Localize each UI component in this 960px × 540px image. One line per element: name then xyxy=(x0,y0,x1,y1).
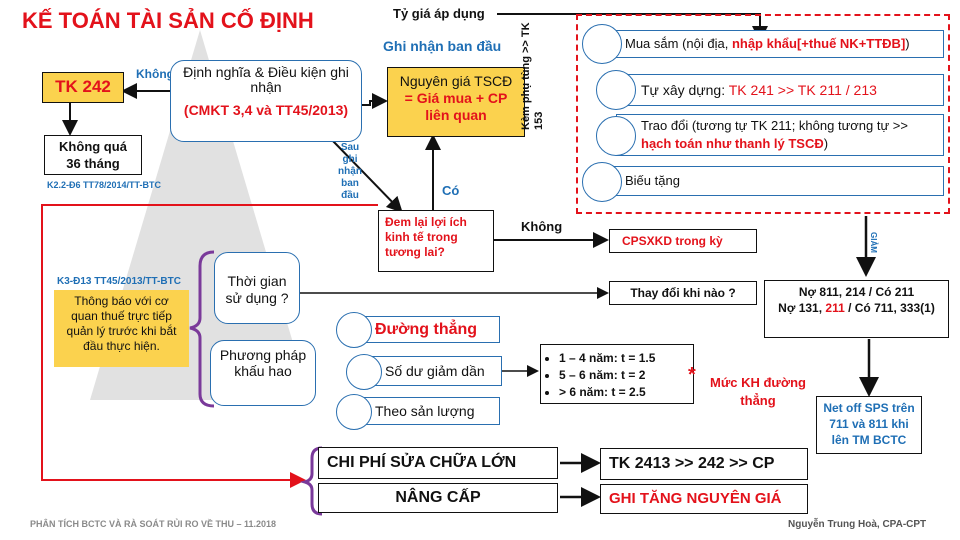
acq-text: Tự xây dựng: xyxy=(641,82,729,98)
sau-ghi-nhan-label: Sau ghi nhận ban đầu xyxy=(338,142,362,201)
no811-part: / Có 711, 333(1) xyxy=(844,301,935,315)
no811-part: Nợ 131, xyxy=(778,301,826,315)
method-circle-1 xyxy=(336,312,372,348)
acq-circle-1 xyxy=(582,24,622,64)
no811-red: 211 xyxy=(825,301,845,315)
acq-item-mua-sam: Mua sắm (nội địa, nhập khẩu[+thuế NK+TTĐ… xyxy=(602,30,944,58)
page-title: KẾ TOÁN TÀI SẢN CỐ ĐỊNH xyxy=(22,8,314,33)
acquisition-group xyxy=(576,14,950,214)
tk2413-box: TK 2413 >> 242 >> CP xyxy=(600,448,808,480)
thay-doi-box: Thay đổi khi nào ? xyxy=(609,281,757,305)
method-san-luong: Theo sản lượng xyxy=(350,397,500,425)
ref-k3: K3-Đ13 TT45/2013/TT-BTC xyxy=(57,276,181,287)
acq-tail: ) xyxy=(823,136,829,151)
definition-ref: (CMKT 3,4 và TT45/2013) xyxy=(183,102,349,118)
method-circle-3 xyxy=(336,394,372,430)
nguyen-gia-line2: = Giá mua + CP liên quan xyxy=(404,90,508,123)
acq-red: hạch toán như thanh lý TSCĐ xyxy=(641,136,824,151)
definition-box: Định nghĩa & Điều kiện ghi nhận (CMKT 3,… xyxy=(170,60,362,142)
asterisk: * xyxy=(688,364,696,386)
method-so-du: Số dư giảm dần xyxy=(362,356,502,386)
footer-left: PHÂN TÍCH BCTC VÀ RÀ SOÁT RỦI RO VỀ THU … xyxy=(30,519,277,529)
ghi-tang-box: GHI TĂNG NGUYÊN GIÁ xyxy=(600,484,808,514)
dem-lai-box: Đem lại lợi ích kinh tế trong tương lai? xyxy=(378,210,494,272)
acq-item-bieu-tang: Biếu tặng xyxy=(602,166,944,196)
ty-gia-label: Tỷ giá áp dụng xyxy=(393,6,485,21)
acq-text: Mua sắm (nội địa, xyxy=(625,36,732,51)
ghi-nhan-ban-dau-label: Ghi nhận ban đầu xyxy=(383,38,502,54)
chi-phi-box: CHI PHÍ SỬA CHỮA LỚN xyxy=(318,447,558,479)
rates-box: 1 – 4 năm: t = 1.5 5 – 6 năm: t = 2 > 6 … xyxy=(540,344,694,404)
rate-item: > 6 năm: t = 2.5 xyxy=(559,384,691,400)
khong-qua-box: Không quá 36 tháng xyxy=(44,135,142,175)
co-label: Có xyxy=(442,183,460,198)
nang-cap-box: NÂNG CẤP xyxy=(318,483,558,513)
ref-k2: K2.2-Đ6 TT78/2014/TT-BTC xyxy=(47,180,162,190)
net-off-box: Net off SPS trên 711 và 811 khi lên TM B… xyxy=(816,396,922,454)
acq-circle-2 xyxy=(596,70,636,110)
acq-item-trao-doi: Trao đổi (tương tự TK 211; không tương t… xyxy=(616,114,944,156)
definition-text: Định nghĩa & Điều kiện ghi nhận xyxy=(183,64,349,95)
acq-text: Biếu tặng xyxy=(625,173,680,188)
cpsxkd-box: CPSXKD trong kỳ xyxy=(609,229,757,253)
nguyen-gia-line1: Nguyên giá TSCĐ xyxy=(399,73,513,89)
muc-kh-label: Mức KH đường thẳng xyxy=(710,375,806,408)
acq-red: TK 241 >> TK 211 / 213 xyxy=(728,82,877,98)
acq-circle-4 xyxy=(582,162,622,202)
acq-circle-3 xyxy=(596,116,636,156)
acq-tail: ) xyxy=(905,36,910,51)
acq-item-tu-xay-dung: Tự xây dựng: TK 241 >> TK 211 / 213 xyxy=(616,74,944,106)
method-circle-2 xyxy=(346,354,382,390)
tk242-box: TK 242 xyxy=(42,72,124,103)
method-duong-thang: Đường thẳng xyxy=(350,316,500,343)
phuong-phap-box: Phương pháp khấu hao xyxy=(210,340,316,406)
no811-line1: Nợ 811, 214 / Có 211 xyxy=(798,285,915,299)
khong-label-1: Không xyxy=(136,67,174,81)
acq-red: nhập khẩu[+thuế NK+TTĐB] xyxy=(731,36,906,51)
thoi-gian-box: Thời gian sử dụng ? xyxy=(214,252,300,324)
thong-bao-note: Thông báo với cơ quan thuế trực tiếp quả… xyxy=(54,290,189,367)
no811-line2: Nợ 131, 211 / Có 711, 333(1) xyxy=(769,300,944,316)
footer-right: Nguyễn Trung Hoà, CPA-CPT xyxy=(788,519,927,530)
rate-item: 5 – 6 năm: t = 2 xyxy=(559,367,691,383)
giam-label: GIẢM xyxy=(869,232,878,253)
nguyen-gia-box: Nguyên giá TSCĐ = Giá mua + CP liên quan xyxy=(387,67,525,137)
acq-text: Trao đổi (tương tự TK 211; không tương t… xyxy=(641,118,908,133)
rate-item: 1 – 4 năm: t = 1.5 xyxy=(559,350,691,366)
no811-box: Nợ 811, 214 / Có 211 Nợ 131, 211 / Có 71… xyxy=(764,280,949,338)
kem-phu-tung-label: Kèm phụ tùng >> TK 153 xyxy=(520,22,545,130)
khong-label-2: Không xyxy=(521,219,563,234)
